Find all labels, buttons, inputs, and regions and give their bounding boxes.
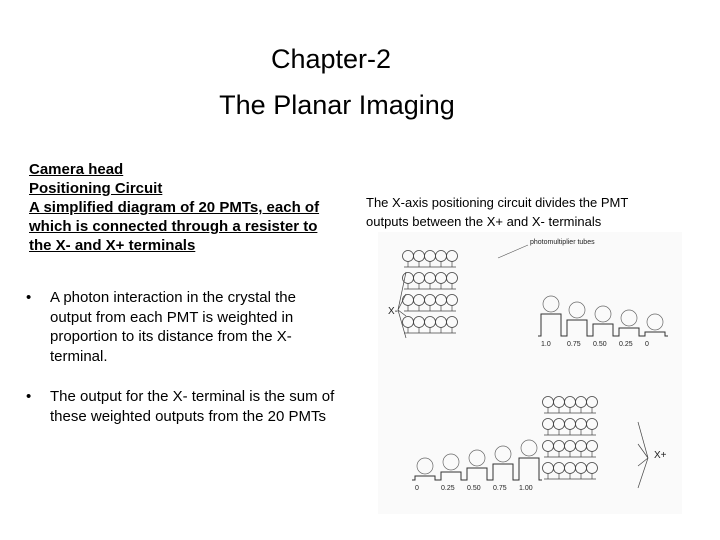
pmt-tube (575, 418, 587, 430)
pmt-tube (446, 294, 458, 306)
pmt-tube (564, 396, 576, 408)
terminal-plus-label: X+ (654, 450, 667, 461)
pmt-tube (575, 396, 587, 408)
fan-lines (397, 271, 407, 339)
bullet-text-line: proportion to its distance from the X- (50, 328, 292, 345)
pmt-tube (564, 440, 576, 452)
weight-label: 0.50 (467, 485, 481, 492)
bottom-circuit (412, 396, 649, 489)
pmt-tube (413, 316, 425, 328)
weight-label: 0.75 (493, 485, 507, 492)
pmt-tube (424, 316, 436, 328)
terminal-minus-label: X- (388, 306, 398, 317)
pmt-tube-outline (416, 457, 434, 475)
pmt-tube-outline (494, 445, 512, 463)
pmt-tube (435, 250, 447, 262)
figure-caption: The X-axis positioning circuit divides t… (366, 193, 628, 231)
heading-line: Positioning Circuit (29, 180, 163, 197)
weight-label: 0 (645, 341, 649, 348)
weight-label: 1.00 (519, 485, 533, 492)
pmt-tube (446, 250, 458, 262)
pmt-tube (413, 250, 425, 262)
pmt-tube (542, 440, 554, 452)
pmt-tube-outline (468, 449, 486, 467)
pmt-tube (553, 462, 565, 474)
pmt-tube (446, 316, 458, 328)
pmt-tube (435, 272, 447, 284)
pmt-tube-outline (594, 305, 612, 323)
pmt-tube (435, 316, 447, 328)
bullet-item: • A photon interaction in the crystal th… (26, 288, 376, 366)
pmt-tube (402, 316, 414, 328)
pmt-tube-outline (542, 295, 560, 313)
diagram-heading: Camera head Positioning Circuit A simpli… (29, 160, 349, 255)
bullet-dot: • (26, 388, 32, 405)
weight-label: 1.0 (541, 341, 551, 348)
pmt-tube (586, 440, 598, 452)
pulse-train (412, 457, 542, 481)
caption-line: outputs between the X+ and X- terminals (366, 214, 602, 229)
weight-label: 0.50 (593, 341, 607, 348)
bullet-list: • A photon interaction in the crystal th… (26, 288, 376, 447)
bullet-item: • The output for the X- terminal is the … (26, 387, 376, 426)
pmt-tube (564, 418, 576, 430)
heading-line: Camera head (29, 161, 124, 178)
pulse-train (538, 313, 668, 337)
caption-line: The X-axis positioning circuit divides t… (366, 195, 629, 210)
pmt-tube-outline (520, 439, 538, 457)
weight-label: 0.25 (619, 341, 633, 348)
pmt-tube (575, 440, 587, 452)
pmt-tube (586, 396, 598, 408)
bullet-text-line: these weighted outputs from the 20 PMTs (50, 407, 326, 425)
pmt-label-leader (497, 244, 529, 259)
pmt-tube-outline (442, 453, 460, 471)
heading-line: which is connected through a resister to (29, 218, 318, 235)
pmt-tube (542, 418, 554, 430)
pmt-tube (424, 272, 436, 284)
pmt-tube (553, 418, 565, 430)
weight-label: 0 (415, 485, 419, 492)
bullet-text-line: The output for the X- terminal is the su… (50, 388, 335, 405)
pmt-tube (542, 396, 554, 408)
pmt-tube-outline (646, 313, 664, 331)
pmt-tube (542, 462, 554, 474)
slide-title-line2: The Planar Imaging (219, 90, 455, 120)
weight-label: 0.25 (441, 485, 455, 492)
pmt-tube-outline (568, 301, 586, 319)
top-weights: 1.0 0.75 0.50 0.25 0 (541, 341, 649, 348)
pmt-tube (564, 462, 576, 474)
pmt-tube (586, 462, 598, 474)
pmt-tube-outline (620, 309, 638, 327)
heading-line: the X- and X+ terminals (29, 237, 196, 254)
top-circuit (397, 250, 668, 339)
pmt-tube (553, 396, 565, 408)
bottom-weights: 0 0.25 0.50 0.75 1.00 (415, 485, 533, 492)
fan-lines (637, 421, 649, 489)
pmt-tube (424, 250, 436, 262)
pmt-tube (435, 294, 447, 306)
slide-title-line1: Chapter-2 (270, 44, 392, 74)
pmt-tube (424, 294, 436, 306)
weight-label: 0.75 (567, 341, 581, 348)
bullet-dot: • (26, 289, 32, 306)
pmt-label: photomultiplier tubes (530, 239, 595, 246)
bullet-text-line: output from each PMT is weighted in (50, 308, 294, 326)
heading-line: A simplified diagram of 20 PMTs, each of (29, 199, 320, 216)
bullet-text-line: A photon interaction in the crystal the (50, 289, 296, 306)
pmt-tube (413, 294, 425, 306)
pmt-tube (402, 294, 414, 306)
pmt-tube (575, 462, 587, 474)
pmt-tube (402, 250, 414, 262)
bullet-text-line: terminal. (50, 347, 108, 365)
pmt-tube (586, 418, 598, 430)
pmt-tube (413, 272, 425, 284)
pmt-tube (446, 272, 458, 284)
pmt-tube (553, 440, 565, 452)
